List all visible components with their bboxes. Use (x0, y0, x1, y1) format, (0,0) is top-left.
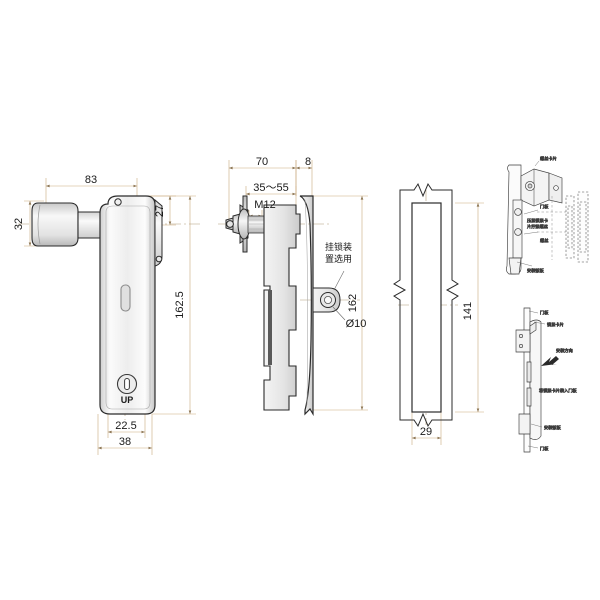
al-label-door-top: 门板 (540, 309, 549, 316)
dim-label-22-5: 22.5 (115, 420, 136, 432)
dim-label-8: 8 (305, 156, 311, 168)
ad-top-leaders (516, 160, 540, 267)
al-label-door-bottom: 门板 (540, 445, 549, 452)
ad-label-screw-card: 螺丝卡片 (540, 155, 557, 162)
dim-label-dia10: Ø10 (346, 318, 367, 330)
up-marking-label: UP (121, 395, 134, 405)
al-lock-card-lower (518, 413, 531, 435)
dim-38 (97, 414, 153, 455)
al-handle-profile (529, 319, 542, 440)
dim-label-83: 83 (85, 174, 97, 186)
dim-141 (455, 202, 484, 413)
dim-label-27: 27 (154, 205, 166, 217)
dim-162 (312, 195, 368, 411)
leader-padlock-note (333, 270, 345, 291)
al-lock-card-upper (515, 329, 531, 353)
handle-recess-slot (120, 284, 131, 312)
dim-label-38: 38 (119, 436, 131, 448)
ad-label-door: 门板 (540, 203, 549, 210)
panel-cutout-view (393, 182, 459, 428)
al-label-direction: 安装方向 (556, 347, 573, 354)
ad-top-bracket (520, 168, 550, 207)
padlock-note-line1: 挂锁装 (325, 241, 352, 253)
dim-label-162-5: 162.5 (174, 291, 186, 319)
padlock-note-line2: 置选用 (325, 253, 352, 265)
mounting-flange (299, 195, 314, 417)
handle-hook (114, 198, 163, 267)
dim-label-32: 32 (13, 218, 25, 230)
al-label-lock-card: 锁紧卡片 (547, 321, 564, 328)
dim-label-m12: M12 (254, 199, 275, 211)
dim-label-141: 141 (462, 302, 474, 320)
ad-label-install-2: 片拧紧螺丝 (527, 223, 548, 230)
dim-label-29: 29 (420, 426, 432, 438)
section-view (225, 195, 346, 417)
al-label-mount-plate: 安装钣板 (544, 424, 562, 431)
dim-label-70: 70 (256, 156, 268, 168)
handle-body-section (263, 204, 301, 411)
dim-22-5 (107, 414, 146, 438)
padlock-lug (312, 287, 341, 313)
ad-label-install-1: 压紧锁紧卡 (527, 217, 548, 224)
dimension-text-layer: 83 32 27 162.5 22.5 38 70 8 35～55 M12 16… (13, 156, 474, 448)
ad-top-projection (537, 196, 571, 260)
tee-handle-nut (225, 195, 251, 253)
al-direction-arrow (541, 356, 559, 366)
al-label-insert-note: 将锁紧卡片装入门板 (539, 387, 578, 394)
side-elevation-view: UP (31, 195, 163, 415)
assembly-detail-lower: 门板 锁紧卡片 安装方向 将锁紧卡片装入门板 安装钣板 门板 (515, 307, 578, 453)
cutout-rectangle (411, 202, 442, 413)
section-hatch-bar (268, 290, 272, 365)
dim-label-35-55: 35～55 (253, 182, 288, 194)
leader-dia10 (332, 306, 346, 321)
dim-label-162: 162 (347, 294, 359, 312)
lock-cylinder-indicator (116, 373, 138, 395)
dim-29 (411, 412, 442, 445)
handle-knob (31, 202, 79, 247)
al-leaders (527, 310, 546, 449)
ad-top-exploded-parts (565, 191, 589, 263)
assembly-detail-upper: 螺丝卡片 门板 压紧锁紧卡 片拧紧螺丝 螺丝 安装钣板 (506, 155, 589, 275)
ad-label-base: 安装钣板 (527, 267, 545, 274)
ad-label-nut: 螺丝 (540, 237, 548, 244)
cutout-outer-break-boundary (393, 182, 459, 428)
leader-lines (332, 270, 346, 321)
